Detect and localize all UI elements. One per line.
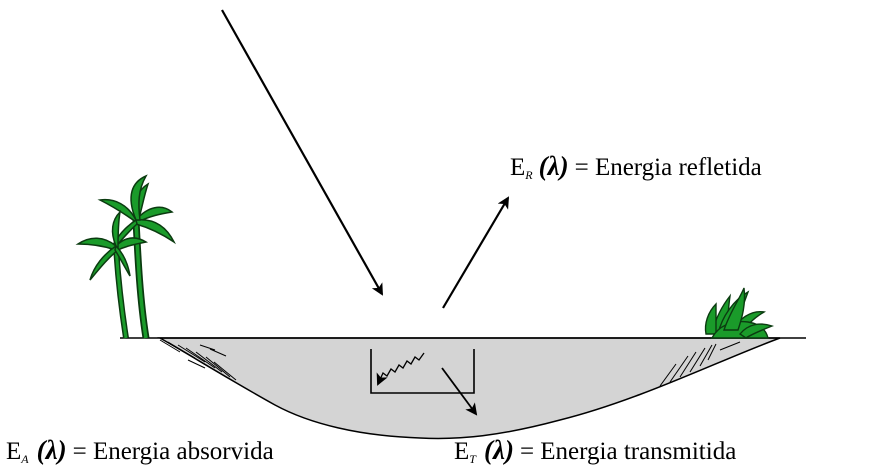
left-shore-hatching [159, 339, 237, 381]
transmitted-label: ET(λ)= Energia transmitida [454, 435, 736, 466]
transmitted-ray [441, 367, 478, 416]
shrub-icon [704, 287, 775, 339]
reflected-ray [442, 196, 510, 309]
right-shore-hatching [659, 341, 741, 387]
absorbed-zigzag-arrow [376, 352, 425, 386]
reflected-label: ER(λ)= Energia refletida [510, 151, 762, 182]
incident-ray [221, 9, 383, 296]
absorption-box [370, 349, 475, 394]
palm-tree-icon [75, 174, 176, 339]
absorbed-label: EA(λ)= Energia absorvida [6, 435, 274, 466]
water-body [157, 337, 781, 440]
